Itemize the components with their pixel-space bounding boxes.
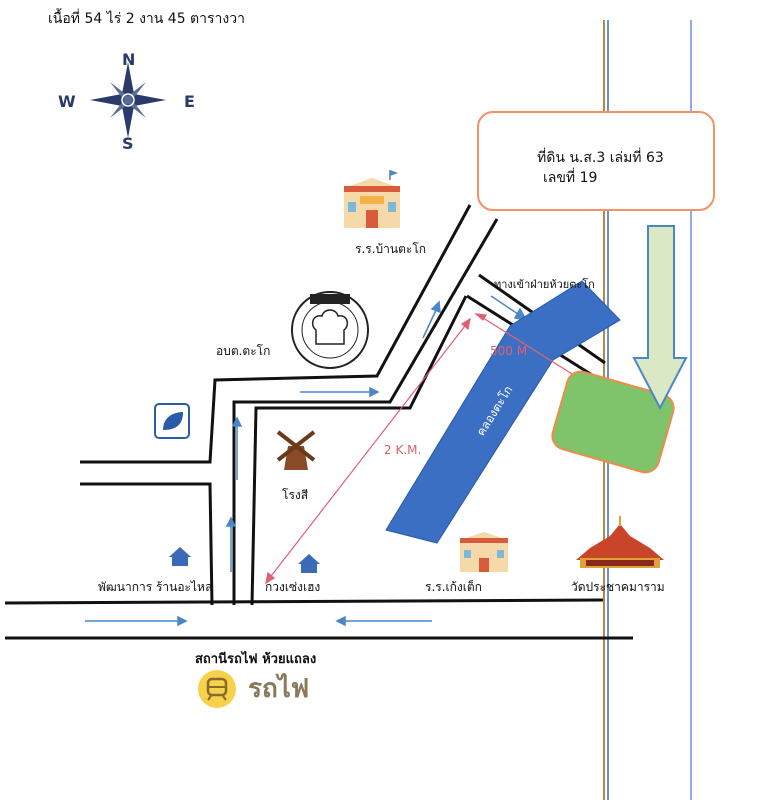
header-text: เนื้อที่ 54 ไร่ 2 งาน 45 ตารางวา <box>48 11 245 27</box>
windmill-icon <box>276 430 316 470</box>
road-lower-block <box>232 218 499 605</box>
train-icon <box>198 670 236 708</box>
entrance-label: ทางเข้าฝ่ายห้วยตะโก <box>494 278 595 291</box>
land-callout: ที่ดิน น.ส.3 เล่มที่ 63 เลขที่ 19 <box>477 111 715 211</box>
distance-2km-label: 2 K.M. <box>384 443 422 457</box>
seal-logo-icon <box>291 291 369 369</box>
compass-s-label: S <box>122 134 134 153</box>
school-bottom-label: ร.ร.เก้งเต็ก <box>425 580 482 594</box>
gas-station-icon <box>154 403 190 439</box>
train-text: รถไฟ <box>248 674 310 704</box>
road-left-lower <box>80 482 214 606</box>
road-inner <box>250 295 468 606</box>
house-icon-mid <box>298 554 320 573</box>
land-parcel <box>551 370 675 474</box>
house-icon <box>169 547 191 566</box>
canal <box>385 280 621 544</box>
big-down-arrow-icon <box>632 225 688 411</box>
shop-left-label: พัฒนาการ ร้านอะไหล่ <box>98 580 213 594</box>
callout-line1: ที่ดิน น.ส.3 เล่มที่ 63 <box>537 150 664 166</box>
shop-mid-label: กวงเซ่งเฮง <box>265 580 321 594</box>
road-main <box>4 598 604 605</box>
tao-label: อบต.ตะโก <box>216 344 271 358</box>
compass-rose-icon <box>90 62 166 138</box>
roads <box>4 204 633 640</box>
compass-e-label: E <box>184 92 195 111</box>
school-icon-bottom <box>460 532 508 572</box>
distance-lines <box>265 313 594 585</box>
mill-label: โรงสี <box>282 488 309 502</box>
temple-icon <box>576 516 664 568</box>
compass-w-label: W <box>58 92 76 111</box>
distance-500-label: 500 M <box>490 344 528 358</box>
direction-arrows <box>85 295 528 627</box>
station-label: สถานีรถไฟ ห้วยแถลง <box>195 652 317 667</box>
school-icon <box>344 170 400 228</box>
school-top-label: ร.ร.บ้านตะโก <box>355 242 427 256</box>
train-badge: รถไฟ <box>198 670 348 708</box>
temple-label: วัดประชาคมาราม <box>571 580 665 594</box>
callout-line2: เลขที่ 19 <box>543 170 598 186</box>
road-upper <box>80 204 472 464</box>
compass-n-label: N <box>122 50 136 69</box>
